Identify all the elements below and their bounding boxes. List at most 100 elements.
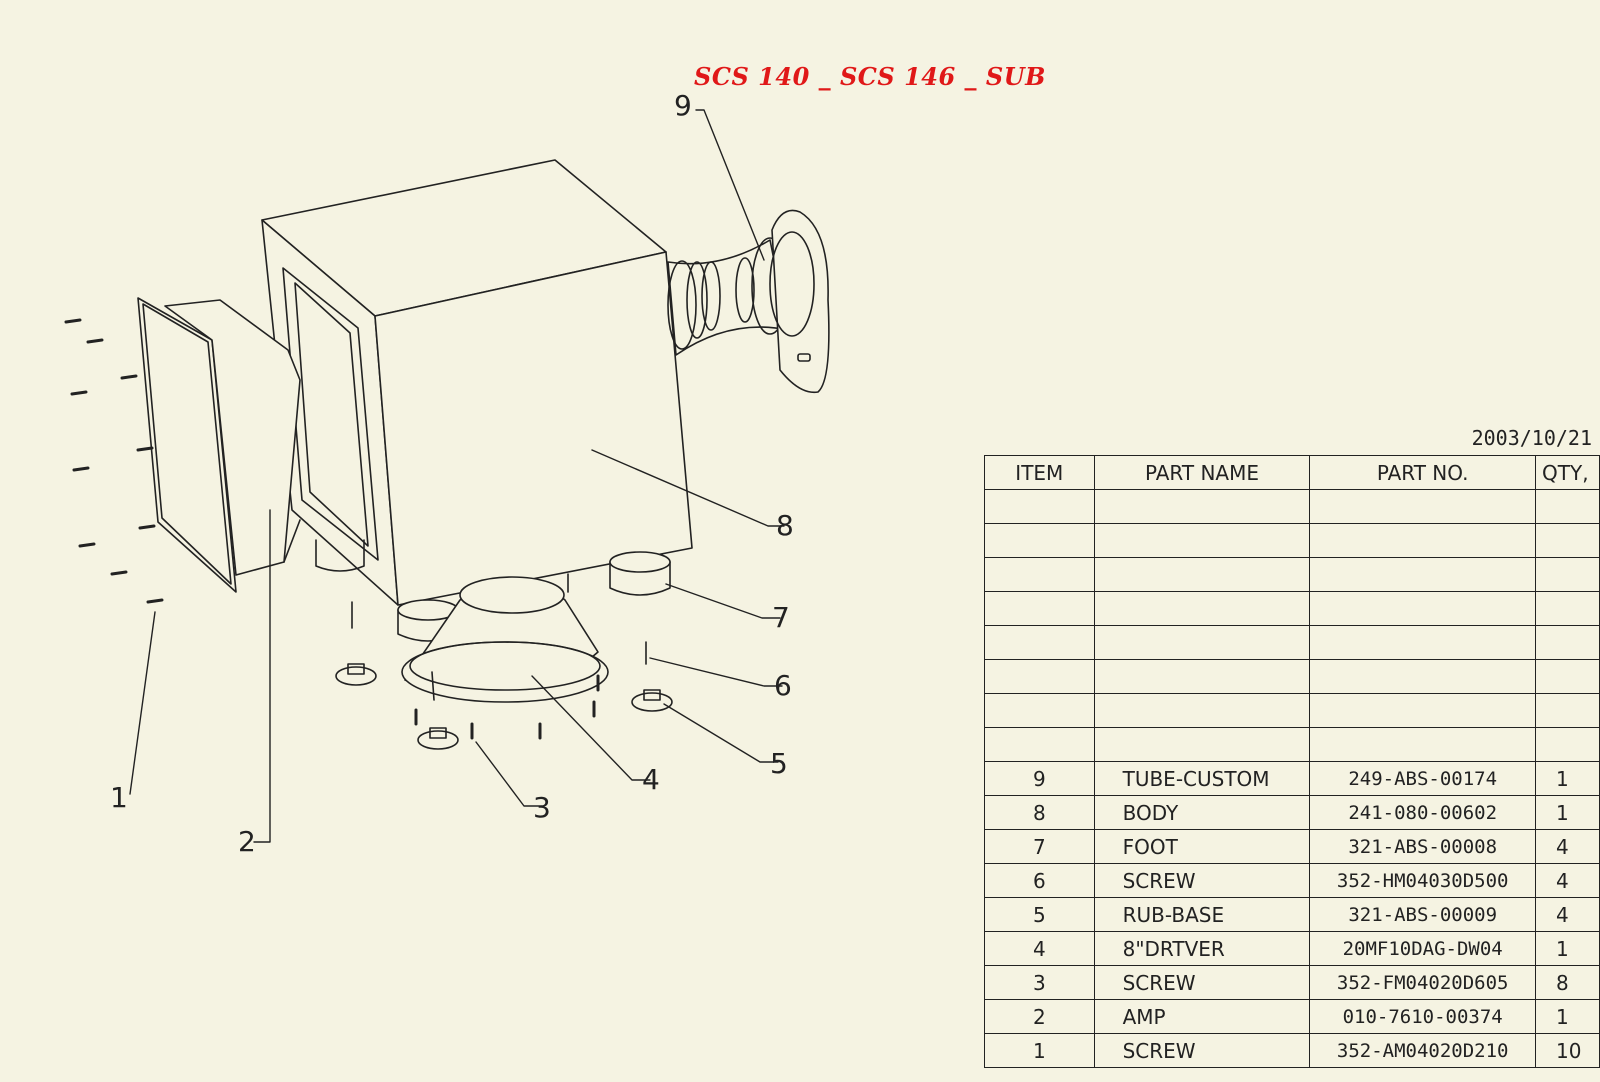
driver	[401, 576, 609, 703]
header-qty: QTY,	[1535, 455, 1600, 490]
bom-empty-cell	[1309, 591, 1537, 626]
bom-empty-cell	[1309, 693, 1537, 728]
bom-empty-cell	[1535, 659, 1600, 694]
body-cabinet	[261, 159, 693, 606]
bom-qty-cell: 4	[1535, 829, 1600, 864]
bom-qty-cell: 1	[1535, 931, 1600, 966]
bom-qty-cell: 4	[1535, 863, 1600, 898]
bom-empty-row	[984, 523, 1600, 558]
bom-qty-cell: 1	[1535, 795, 1600, 830]
bom-empty-cell	[1535, 591, 1600, 626]
bom-item-cell: 4	[984, 931, 1095, 966]
bom-empty-cell	[1535, 557, 1600, 592]
bom-empty-row	[984, 659, 1600, 694]
amp-plate	[137, 297, 301, 593]
revision-date: 2003/10/21	[1471, 426, 1592, 450]
bom-part-name-cell: SCREW	[1093, 863, 1311, 898]
bom-empty-cell	[1093, 659, 1311, 694]
bom-part-name-cell: TUBE-CUSTOM	[1093, 761, 1311, 796]
bom-empty-cell	[1093, 727, 1311, 762]
bom-part-name-cell: RUB-BASE	[1093, 897, 1311, 932]
bom-part-no-cell: 352-FM04020D605	[1309, 965, 1537, 1000]
bom-item-cell: 1	[984, 1033, 1095, 1068]
bom-part-no-cell: 321-ABS-00009	[1309, 897, 1537, 932]
bom-empty-row	[984, 557, 1600, 592]
bom-empty-cell	[1309, 659, 1537, 694]
bom-empty-cell	[984, 659, 1095, 694]
bom-empty-cell	[1309, 557, 1537, 592]
rubber-bases	[335, 663, 673, 750]
bom-empty-cell	[984, 693, 1095, 728]
bom-part-no-cell: 20MF10DAG-DW04	[1309, 931, 1537, 966]
bom-empty-cell	[1309, 727, 1537, 762]
bom-part-no-cell: 010-7610-00374	[1309, 999, 1537, 1034]
bom-part-name-cell: BODY	[1093, 795, 1311, 830]
port-tube	[667, 209, 830, 394]
bom-empty-cell	[1535, 693, 1600, 728]
bom-empty-cell	[1535, 625, 1600, 660]
bom-part-no-cell: 352-AM04020D210	[1309, 1033, 1537, 1068]
bom-empty-cell	[1093, 523, 1311, 558]
bom-empty-cell	[1093, 489, 1311, 524]
bom-part-name-cell: SCREW	[1093, 1033, 1311, 1068]
bom-empty-cell	[1535, 489, 1600, 524]
bom-part-name-cell: AMP	[1093, 999, 1311, 1034]
bom-qty-cell: 1	[1535, 761, 1600, 796]
bom-empty-row	[984, 625, 1600, 660]
bom-empty-cell	[1309, 489, 1537, 524]
bom-empty-cell	[1093, 625, 1311, 660]
bom-qty-cell: 4	[1535, 897, 1600, 932]
bom-qty-cell: 1	[1535, 999, 1600, 1034]
bom-item-cell: 5	[984, 897, 1095, 932]
bom-empty-cell	[1093, 591, 1311, 626]
callout-2: 2	[238, 825, 256, 858]
bom-empty-cell	[984, 727, 1095, 762]
header-item: ITEM	[984, 455, 1095, 490]
bom-item-cell: 7	[984, 829, 1095, 864]
callout-3: 3	[533, 791, 551, 824]
long-screws	[351, 573, 647, 701]
bom-qty-cell: 10	[1535, 1033, 1600, 1068]
bom-item-cell: 3	[984, 965, 1095, 1000]
bom-empty-row	[984, 727, 1600, 762]
bom-empty-cell	[1309, 523, 1537, 558]
bom-empty-cell	[984, 557, 1095, 592]
drawing-title: SCS 140 _ SCS 146 _ SUB	[694, 62, 1046, 91]
screws	[64, 318, 600, 740]
leader-lines	[129, 109, 785, 843]
callout-4: 4	[642, 763, 660, 796]
callout-5: 5	[770, 747, 788, 780]
bom-empty-row	[984, 591, 1600, 626]
bom-empty-cell	[1535, 727, 1600, 762]
bom-empty-cell	[1309, 625, 1537, 660]
bom-empty-cell	[1535, 523, 1600, 558]
callout-7: 7	[772, 601, 790, 634]
bom-item-cell: 2	[984, 999, 1095, 1034]
bom-item-cell: 6	[984, 863, 1095, 898]
bom-empty-cell	[1093, 557, 1311, 592]
callout-6: 6	[774, 669, 792, 702]
bom-part-no-cell: 352-HM04030D500	[1309, 863, 1537, 898]
bom-header-row: ITEM PART NAME PART NO. QTY,	[984, 455, 1600, 490]
header-part-no: PART NO.	[1309, 455, 1537, 490]
bom-empty-row	[984, 693, 1600, 728]
bom-part-no-cell: 249-ABS-00174	[1309, 761, 1537, 796]
bom-empty-cell	[1093, 693, 1311, 728]
bom-empty-cell	[984, 489, 1095, 524]
bom-qty-cell: 8	[1535, 965, 1600, 1000]
bom-part-no-cell: 321-ABS-00008	[1309, 829, 1537, 864]
bom-part-name-cell: 8"DRTVER	[1093, 931, 1311, 966]
bom-empty-row	[984, 489, 1600, 524]
bom-item-cell: 9	[984, 761, 1095, 796]
bom-part-name-cell: FOOT	[1093, 829, 1311, 864]
